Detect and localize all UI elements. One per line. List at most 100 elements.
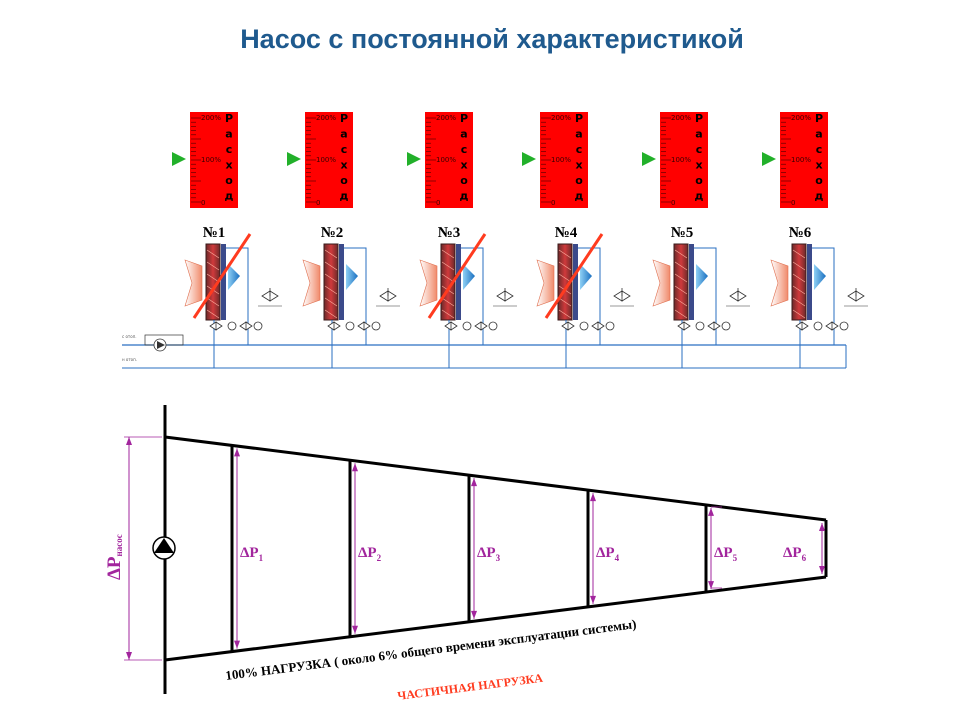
thermometer-icon xyxy=(721,321,731,331)
gauge-letter: Р xyxy=(460,112,468,125)
fan-outlet-arrow xyxy=(580,264,592,290)
gauge-letter: с xyxy=(461,143,468,156)
gauge-letter: д xyxy=(340,190,349,203)
gauge-label-200: 200% xyxy=(791,114,811,122)
flow-indicator-arrow xyxy=(407,152,421,166)
coil-fin xyxy=(206,261,220,271)
segment-dp-sub: 6 xyxy=(802,553,807,563)
gauge-label-0: 0 xyxy=(551,199,555,207)
heat-exchanger-coil xyxy=(791,243,807,321)
coil-fin xyxy=(324,261,338,271)
segment-dp-sub: 5 xyxy=(733,553,738,563)
segment-dp-main: ΔP xyxy=(714,545,733,561)
segment-dp-label: ΔP1 xyxy=(240,545,264,563)
coil-frame xyxy=(807,244,812,320)
segment-dp-main: ΔP xyxy=(783,545,802,561)
thermometer-icon xyxy=(488,321,498,331)
air-inlet-icon xyxy=(184,259,203,307)
fan-outlet-arrow xyxy=(696,264,708,290)
segment-dp-main: ΔP xyxy=(240,545,259,561)
arrow-head-icon xyxy=(471,610,477,619)
gauge-small-icon xyxy=(345,321,355,331)
gauge-letter: о xyxy=(695,174,703,187)
fan-outlet-arrow xyxy=(228,264,240,290)
coil-fin xyxy=(206,309,220,319)
coil-frame xyxy=(221,244,226,320)
gauge-letter: д xyxy=(225,190,234,203)
coil-fin xyxy=(206,249,220,259)
coil-fin xyxy=(674,273,688,283)
balancing-valve-icon xyxy=(327,321,341,331)
unit-off-cross xyxy=(544,233,604,319)
coil-fin xyxy=(324,297,338,307)
coil-fin xyxy=(792,249,806,259)
gauge-letter: Р xyxy=(340,112,348,125)
gauge-letter: а xyxy=(575,128,582,141)
gauge-label-200: 200% xyxy=(316,114,336,122)
gauge-letter: х xyxy=(460,159,467,172)
gauge-label-200: 200% xyxy=(671,114,691,122)
air-inlet-icon xyxy=(536,259,555,307)
shutoff-valve-icon xyxy=(825,321,839,331)
gauge-letter: а xyxy=(815,128,822,141)
shutoff-valve-icon xyxy=(474,321,488,331)
coil-fin xyxy=(792,261,806,271)
pipes-layer: с отоп.н отоп. xyxy=(122,334,847,369)
shutoff-valve-icon xyxy=(239,321,253,331)
gauge-letter: х xyxy=(225,159,232,172)
arrow-head-icon xyxy=(234,640,240,649)
heat-exchanger-coil xyxy=(323,243,339,321)
arrow-head-icon xyxy=(819,523,825,531)
coil-fin xyxy=(558,249,572,259)
unit-label: №4 xyxy=(555,225,578,241)
unit-label: №3 xyxy=(438,225,461,241)
coil-fin xyxy=(441,261,455,271)
coil-fin xyxy=(792,273,806,283)
heat-exchanger-coil xyxy=(673,243,689,321)
arrow-head-icon xyxy=(471,478,477,487)
coil-fin xyxy=(792,297,806,307)
arrow-head-icon xyxy=(708,507,714,516)
supply-riser xyxy=(226,247,249,345)
segment-dp-main: ΔP xyxy=(477,545,496,561)
supply-riser xyxy=(578,247,601,345)
coil-fin xyxy=(324,249,338,259)
coil-fin xyxy=(206,273,220,283)
gauge-letter: Р xyxy=(225,112,233,125)
balancing-valve-icon xyxy=(677,321,691,331)
air-inlet-icon xyxy=(770,259,789,307)
page-title: Насос с постоянной характеристикой xyxy=(240,24,744,54)
gauge-letter: а xyxy=(460,128,467,141)
gauge-letter: Р xyxy=(695,112,703,125)
gauge-letter: о xyxy=(815,174,823,187)
unit-label: №1 xyxy=(203,225,226,241)
coil-fin xyxy=(558,261,572,271)
flow-indicator-arrow xyxy=(642,152,656,166)
segment-dp-sub: 4 xyxy=(615,553,620,563)
balancing-valve-icon xyxy=(209,321,223,331)
supply-pipe-label: с отоп. xyxy=(122,334,137,339)
gauge-label-100: 100% xyxy=(436,156,456,164)
pump-small-arrow-icon xyxy=(157,341,165,349)
gauge-letter: х xyxy=(340,159,347,172)
coil-fin xyxy=(674,309,688,319)
gauge-letter: д xyxy=(695,190,704,203)
segment-dp-main: ΔP xyxy=(358,545,377,561)
gauge-letter: с xyxy=(341,143,348,156)
coil-fin xyxy=(324,309,338,319)
gauge-small-icon xyxy=(695,321,705,331)
segment-dp-sub: 2 xyxy=(377,553,382,563)
arrow-head-icon xyxy=(708,581,714,590)
flow-indicator-arrow xyxy=(287,152,301,166)
gauge-small-icon xyxy=(579,321,589,331)
gauge-letter: а xyxy=(340,128,347,141)
segment-dp-main: ΔP xyxy=(596,545,615,561)
gauge-letter: о xyxy=(575,174,583,187)
arrow-head-icon xyxy=(352,463,358,472)
coil-fin xyxy=(558,273,572,283)
